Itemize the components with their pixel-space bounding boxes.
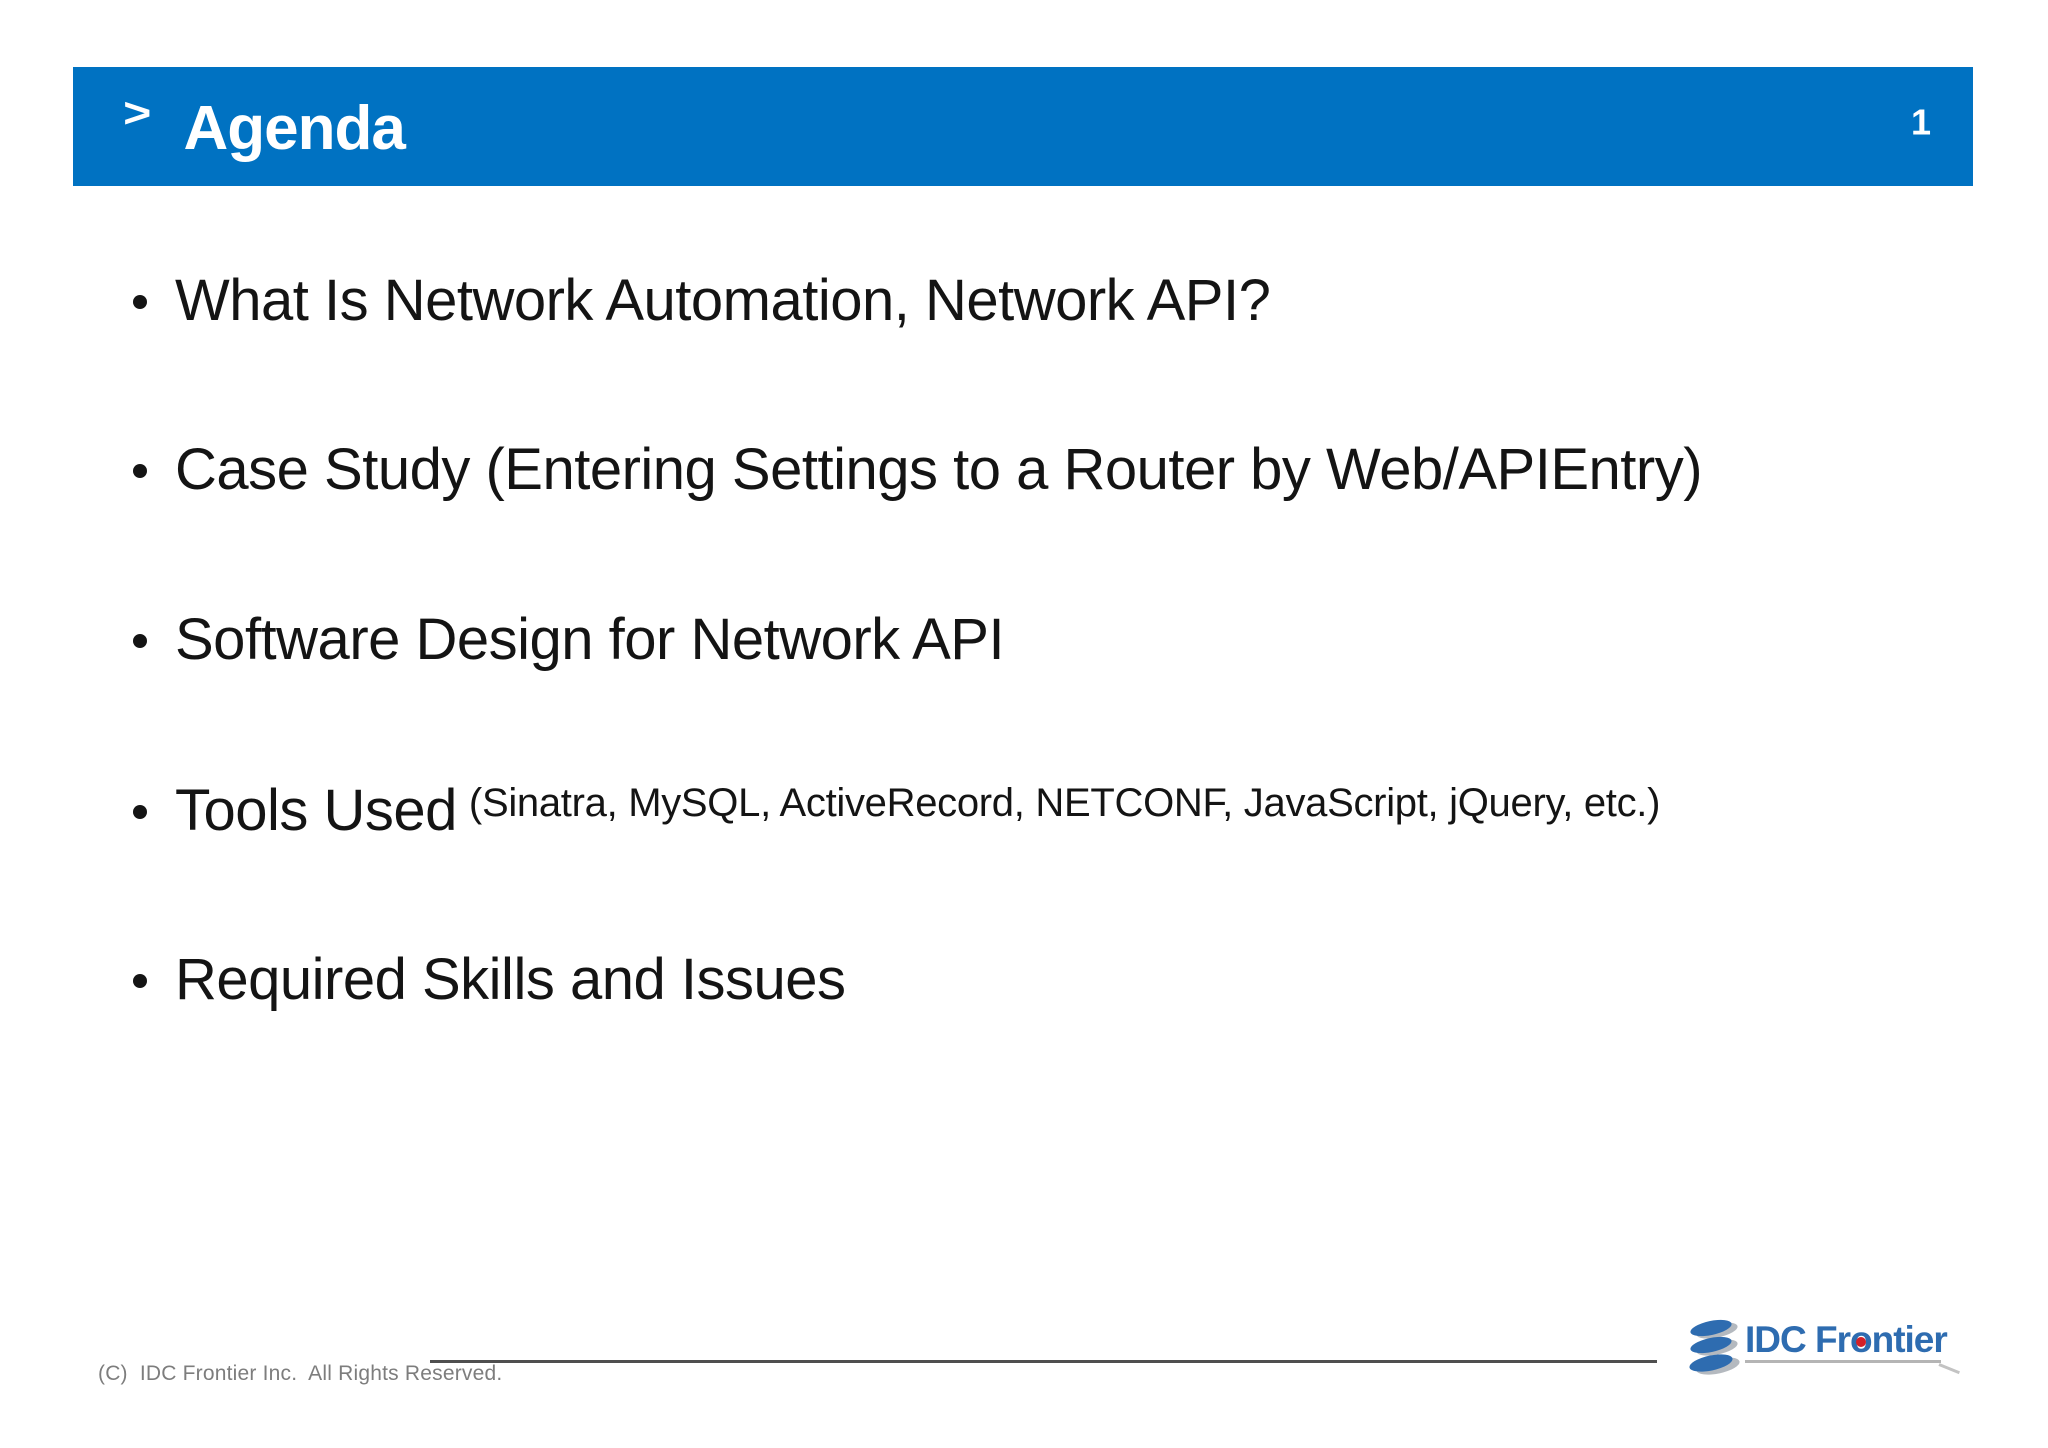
bullet-dot-icon bbox=[133, 464, 147, 478]
logo-underline bbox=[1745, 1360, 1941, 1363]
footer-divider-line bbox=[430, 1360, 1657, 1363]
bullet-item: Tools Used (Sinatra, MySQL, ActiveRecord… bbox=[133, 778, 1661, 843]
bullet-dot-icon bbox=[133, 805, 147, 819]
logo-swoosh-tail bbox=[1938, 1363, 1960, 1375]
bullet-item: Required Skills and Issues bbox=[133, 947, 846, 1012]
logo-letter-o-with-red-dot: o bbox=[1850, 1319, 1873, 1360]
slide-title: Agenda bbox=[183, 93, 406, 163]
slide-title-bar: > Agenda 1 bbox=[73, 67, 1973, 186]
bullet-item: What Is Network Automation, Network API? bbox=[133, 268, 1271, 333]
bullet-dot-icon bbox=[133, 974, 147, 988]
bullet-text: Case Study (Entering Settings to a Route… bbox=[175, 437, 1703, 502]
stacked-disks-logo-icon bbox=[1689, 1319, 1740, 1375]
chevron-right-icon: > bbox=[123, 88, 152, 136]
bullet-text: What Is Network Automation, Network API? bbox=[175, 268, 1271, 333]
bullet-item: Case Study (Entering Settings to a Route… bbox=[133, 437, 1703, 502]
footer-copyright: (C) IDC Frontier Inc. All Rights Reserve… bbox=[98, 1362, 503, 1385]
bullet-dot-icon bbox=[133, 295, 147, 309]
bullet-text: Software Design for Network API bbox=[175, 607, 1005, 672]
bullet-text: Tools Used bbox=[175, 778, 457, 843]
idc-frontier-logo: IDC Frontier bbox=[1683, 1313, 1973, 1393]
bullet-dot-icon bbox=[133, 634, 147, 648]
page-number: 1 bbox=[1910, 101, 1931, 143]
bullet-text: Required Skills and Issues bbox=[175, 947, 846, 1012]
logo-text-post: ntier bbox=[1871, 1319, 1948, 1360]
bullet-item: Software Design for Network API bbox=[133, 607, 1005, 672]
bullet-note: (Sinatra, MySQL, ActiveRecord, NETCONF, … bbox=[468, 781, 1661, 825]
logo-wordmark: IDC Frontier bbox=[1745, 1319, 1948, 1360]
logo-text-pre: IDC Fr bbox=[1745, 1319, 1851, 1360]
